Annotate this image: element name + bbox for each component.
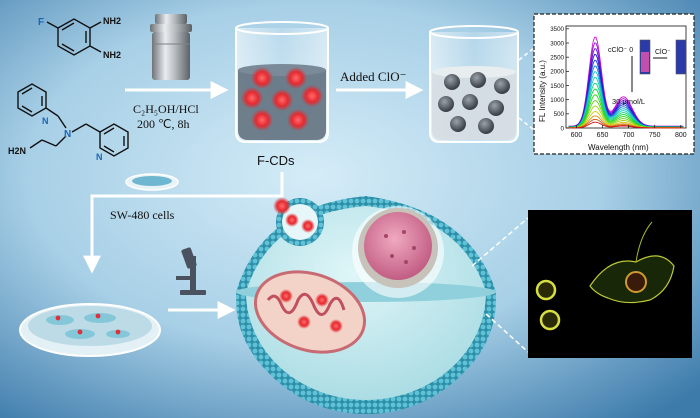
molecule-fluoro-diamine: [46, 18, 102, 56]
x-tick-label: 800: [675, 132, 687, 139]
y-tick-label: 1500: [550, 83, 564, 90]
microscope-icon: [176, 247, 206, 295]
central-nitrogen: N: [64, 129, 71, 140]
ring-nitrogen-right: N: [96, 152, 103, 162]
petri-dish-cells: [19, 303, 161, 357]
chart-c-label: cClO⁻ 0: [608, 47, 633, 54]
callout-dash-cell-bottom: [485, 313, 529, 353]
confocal-image: [528, 210, 692, 358]
cuvette-after: [675, 39, 687, 75]
callout-dash-cell-top: [471, 217, 529, 267]
y-tick-label: 1000: [550, 97, 564, 104]
amine-label-h2n: H2N: [8, 146, 26, 156]
chart-xlabel: Wavelength (nm): [588, 143, 649, 152]
y-tick-label: 3000: [550, 40, 564, 47]
autoclave-icon: [150, 14, 192, 80]
ring-nitrogen-left: N: [42, 116, 49, 126]
y-tick-label: 2500: [550, 54, 564, 61]
fluorine-label: F: [38, 17, 44, 28]
beaker-fcds: [235, 21, 329, 143]
chart-series: [568, 36, 684, 129]
x-tick-label: 700: [623, 132, 635, 139]
chart-frame: [565, 25, 687, 129]
product-label: F-CDs: [257, 153, 295, 168]
amine-label-top: NH2: [103, 16, 121, 26]
chart-ticks: 600 650 700 750 800 0 500 1000 1500 2000 2500 3000 3…: [550, 26, 686, 139]
molecule-pyridyl-amine: [17, 83, 129, 157]
x-tick-label: 600: [571, 132, 583, 139]
y-tick-label: 2000: [550, 69, 564, 76]
spectrum-line: [568, 121, 684, 129]
reaction-reagent: C₂H₅OH/HCl: [133, 102, 199, 116]
reaction-conditions: 200 ℃, 8h: [137, 117, 189, 131]
chart-ylabel: FL Intensity (a.u.): [538, 60, 547, 122]
y-tick-label: 3500: [550, 26, 564, 33]
callout-dash-top: [518, 47, 535, 61]
callout-dash-bottom: [518, 117, 535, 131]
chart-conc-label: 30 μmol/L: [612, 97, 645, 106]
amine-label-bottom: NH2: [103, 50, 121, 60]
cells-label: SW-480 cells: [110, 208, 175, 222]
x-tick-label: 650: [597, 132, 609, 139]
cell-cross-section: [236, 196, 496, 414]
x-tick-label: 750: [649, 132, 661, 139]
petri-dish-icon: [125, 173, 179, 191]
y-tick-label: 500: [554, 111, 565, 118]
chart-arrow-label: ClO⁻: [655, 49, 671, 56]
chart-axes: [565, 25, 687, 129]
added-label: Added ClO⁻: [340, 69, 406, 84]
cuvette-before-glow: [641, 52, 649, 72]
flow-arrow-down: [83, 172, 284, 274]
y-tick-label: 0: [561, 125, 565, 132]
beaker-quenched: [429, 25, 519, 143]
